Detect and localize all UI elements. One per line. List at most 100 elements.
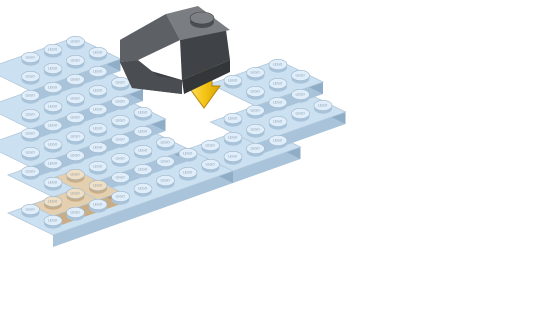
svg-text:LEGO: LEGO <box>116 157 126 161</box>
svg-text:LEGO: LEGO <box>26 208 36 212</box>
svg-text:LEGO: LEGO <box>206 144 216 148</box>
svg-text:LEGO: LEGO <box>93 89 103 93</box>
svg-text:LEGO: LEGO <box>273 120 283 124</box>
svg-text:LEGO: LEGO <box>251 109 261 113</box>
blue-stud: LEGO <box>247 67 265 80</box>
blue-stud: LEGO <box>89 66 107 79</box>
blue-stud: LEGO <box>22 52 40 65</box>
blue-stud: LEGO <box>44 177 62 190</box>
svg-text:LEGO: LEGO <box>273 139 283 143</box>
svg-text:LEGO: LEGO <box>138 187 148 191</box>
tan-stud: LEGO <box>44 196 62 209</box>
blue-stud: LEGO <box>269 78 287 91</box>
svg-text:LEGO: LEGO <box>138 168 148 172</box>
svg-text:LEGO: LEGO <box>251 147 261 151</box>
blue-stud: LEGO <box>67 207 85 220</box>
blue-stud: LEGO <box>89 47 107 60</box>
tan-stud: LEGO <box>89 180 107 193</box>
blue-stud: LEGO <box>44 44 62 57</box>
svg-text:LEGO: LEGO <box>26 170 36 174</box>
svg-text:LEGO: LEGO <box>296 93 306 97</box>
svg-text:LEGO: LEGO <box>161 141 171 145</box>
blue-stud: LEGO <box>67 55 85 68</box>
blue-stud: LEGO <box>247 86 265 99</box>
svg-text:LEGO: LEGO <box>26 56 36 60</box>
svg-text:LEGO: LEGO <box>251 90 261 94</box>
svg-text:LEGO: LEGO <box>26 75 36 79</box>
blue-stud: LEGO <box>179 148 197 161</box>
blue-stud: LEGO <box>224 132 242 145</box>
blue-stud: LEGO <box>134 145 152 158</box>
blue-stud: LEGO <box>269 116 287 129</box>
svg-text:LEGO: LEGO <box>71 192 81 196</box>
blue-stud: LEGO <box>89 85 107 98</box>
blue-stud: LEGO <box>269 97 287 110</box>
blue-stud: LEGO <box>157 175 175 188</box>
blue-stud: LEGO <box>44 101 62 114</box>
svg-text:LEGO: LEGO <box>93 146 103 150</box>
svg-text:LEGO: LEGO <box>48 219 58 223</box>
blue-stud: LEGO <box>112 96 130 109</box>
svg-text:LEGO: LEGO <box>251 71 261 75</box>
svg-text:LEGO: LEGO <box>71 116 81 120</box>
blue-stud: LEGO <box>224 151 242 164</box>
blue-stud: LEGO <box>179 167 197 180</box>
svg-text:LEGO: LEGO <box>228 155 238 159</box>
blue-stud: LEGO <box>134 183 152 196</box>
svg-text:LEGO: LEGO <box>26 113 36 117</box>
svg-text:LEGO: LEGO <box>48 162 58 166</box>
blue-stud: LEGO <box>67 150 85 163</box>
svg-text:LEGO: LEGO <box>273 63 283 67</box>
svg-text:LEGO: LEGO <box>93 108 103 112</box>
blue-stud: LEGO <box>112 134 130 147</box>
blue-stud: LEGO <box>89 104 107 117</box>
svg-text:LEGO: LEGO <box>296 112 306 116</box>
slope-stud <box>190 12 214 28</box>
blue-stud: LEGO <box>44 82 62 95</box>
svg-text:LEGO: LEGO <box>251 128 261 132</box>
svg-text:LEGO: LEGO <box>138 149 148 153</box>
svg-text:LEGO: LEGO <box>48 181 58 185</box>
svg-text:LEGO: LEGO <box>228 79 238 83</box>
svg-text:LEGO: LEGO <box>116 100 126 104</box>
svg-text:LEGO: LEGO <box>93 184 103 188</box>
blue-stud: LEGO <box>292 70 310 83</box>
blue-stud: LEGO <box>292 89 310 102</box>
blue-stud: LEGO <box>157 156 175 169</box>
blue-stud: LEGO <box>22 147 40 160</box>
blue-stud: LEGO <box>22 204 40 217</box>
svg-text:LEGO: LEGO <box>71 59 81 63</box>
svg-text:LEGO: LEGO <box>273 101 283 105</box>
blue-stud: LEGO <box>157 137 175 150</box>
blue-stud: LEGO <box>247 143 265 156</box>
svg-text:LEGO: LEGO <box>71 40 81 44</box>
blue-stud: LEGO <box>89 142 107 155</box>
blue-stud: LEGO <box>247 124 265 137</box>
blue-stud: LEGO <box>247 105 265 118</box>
blue-stud: LEGO <box>202 159 220 172</box>
blue-stud: LEGO <box>67 112 85 125</box>
svg-text:LEGO: LEGO <box>116 138 126 142</box>
svg-text:LEGO: LEGO <box>26 132 36 136</box>
svg-text:LEGO: LEGO <box>71 154 81 158</box>
blue-stud: LEGO <box>67 131 85 144</box>
blue-stud: LEGO <box>134 107 152 120</box>
svg-text:LEGO: LEGO <box>161 160 171 164</box>
blue-stud: LEGO <box>22 166 40 179</box>
blue-stud: LEGO <box>67 36 85 49</box>
blue-stud: LEGO <box>67 74 85 87</box>
svg-text:LEGO: LEGO <box>116 119 126 123</box>
blue-stud: LEGO <box>44 139 62 152</box>
blue-stud: LEGO <box>202 140 220 153</box>
svg-text:LEGO: LEGO <box>273 82 283 86</box>
svg-text:LEGO: LEGO <box>93 203 103 207</box>
svg-text:LEGO: LEGO <box>71 211 81 215</box>
blue-stud: LEGO <box>44 215 62 228</box>
blue-stud: LEGO <box>89 123 107 136</box>
svg-text:LEGO: LEGO <box>228 136 238 140</box>
blue-stud: LEGO <box>112 172 130 185</box>
svg-text:LEGO: LEGO <box>116 176 126 180</box>
svg-text:LEGO: LEGO <box>318 104 328 108</box>
svg-text:LEGO: LEGO <box>48 124 58 128</box>
